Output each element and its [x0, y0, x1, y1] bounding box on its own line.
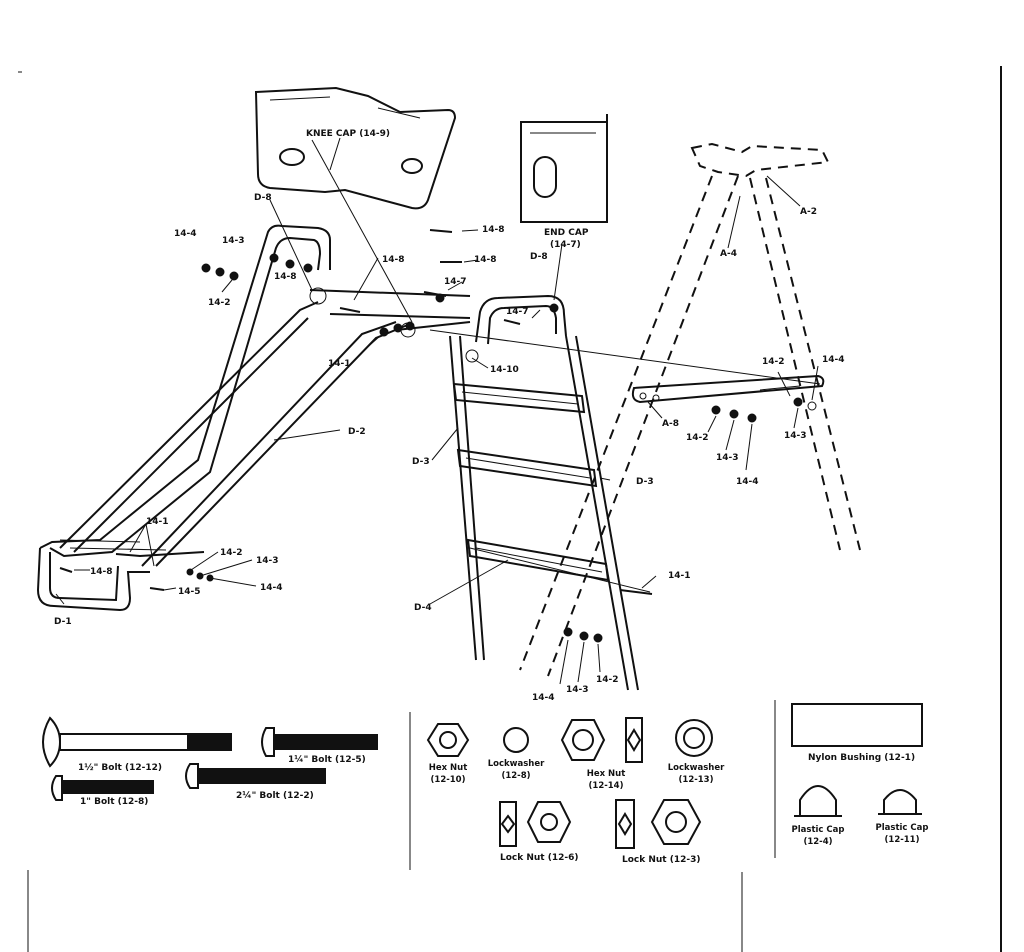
- end-cap-label: END CAP: [544, 228, 589, 238]
- lock-nut-b-label: Lock Nut (12-3): [622, 855, 701, 865]
- end-cap-plate: [520, 114, 608, 223]
- plastic-cap-12-11-drawing: [878, 789, 922, 815]
- a2-label: A-2: [800, 207, 817, 217]
- lock-nut-side-drawing: [625, 717, 643, 763]
- end-cap-number: (14-7): [550, 240, 581, 250]
- hardware-key: 1½" Bolt (12-12) 1" Bolt (12-8) 1¼" Bolt…: [42, 703, 929, 865]
- callout-14-2-right-2: 14-2: [686, 433, 709, 443]
- callout-14-3-ladder: 14-3: [566, 685, 589, 695]
- plastic-cap-12-4-drawing: [794, 785, 842, 817]
- knee-cap-label: KNEE CAP (14-9): [306, 129, 390, 139]
- callout-14-2-right-1: 14-2: [762, 357, 785, 367]
- ladder-assembly: [429, 294, 825, 691]
- d4-label: D-4: [414, 603, 432, 613]
- callout-14-7-b: 14-7: [506, 307, 529, 317]
- plastic-cap-a-label: Plastic Cap: [792, 825, 845, 835]
- callout-14-8-d: 14-8: [474, 255, 497, 265]
- d2-label: D-2: [348, 427, 366, 437]
- bolt-1-drawing: [51, 775, 154, 801]
- callout-14-8-bottom: 14-8: [90, 567, 113, 577]
- lockwasher-12-8-drawing: [503, 727, 529, 753]
- assembly-fasteners: [59, 229, 817, 643]
- callout-14-4-bottom: 14-4: [260, 583, 283, 593]
- callout-14-3-top: 14-3: [222, 236, 245, 246]
- d1-label: D-1: [54, 617, 72, 627]
- d3-right-label: D-3: [636, 477, 654, 487]
- callout-14-5: 14-5: [178, 587, 201, 597]
- bolt-1-5-drawing: [42, 716, 232, 768]
- bolt-1-25-label: 1¼" Bolt (12-5): [288, 754, 366, 765]
- callout-14-3-right: 14-3: [716, 453, 739, 463]
- callout-14-8-a: 14-8: [274, 272, 297, 282]
- lockwasher-a-number: (12-8): [501, 771, 530, 781]
- a8-label: A-8: [662, 419, 679, 429]
- knee-cap-plate: [254, 86, 457, 323]
- hex-nut-12-14-drawing: [560, 719, 606, 761]
- hex-nut-a-label: Hex Nut: [429, 763, 468, 773]
- hex-nut-b-number: (12-14): [589, 781, 624, 791]
- lockwasher-a-label: Lockwasher: [488, 759, 545, 769]
- bolt-2-25-drawing: [185, 763, 326, 789]
- lock-nut-a-label: Lock Nut (12-6): [500, 853, 579, 863]
- plastic-cap-a-number: (12-4): [803, 837, 832, 847]
- callout-14-3-right-2: 14-3: [784, 431, 807, 441]
- page-border-lines: [18, 66, 1002, 952]
- callout-14-4-right-2: 14-4: [736, 477, 759, 487]
- lock-nut-12-6-drawing: [499, 801, 572, 847]
- plastic-cap-b-number: (12-11): [885, 835, 920, 845]
- callout-14-7-a: 14-7: [444, 277, 467, 287]
- hex-nut-12-10-drawing: [426, 723, 470, 757]
- lockwasher-12-13-drawing: [675, 719, 713, 757]
- lockwasher-b-label: Lockwasher: [668, 763, 725, 773]
- bolt-1-label: 1" Bolt (12-8): [80, 797, 148, 807]
- callout-14-8-c: 14-8: [482, 225, 505, 235]
- callout-14-8-b: 14-8: [382, 255, 405, 265]
- bolt-1-5-label: 1½" Bolt (12-12): [78, 762, 162, 773]
- a4-label: A-4: [720, 249, 737, 259]
- nylon-bushing-label: Nylon Bushing (12-1): [808, 753, 915, 763]
- callout-14-4-top: 14-4: [174, 229, 197, 239]
- callout-14-10: 14-10: [490, 365, 519, 375]
- bolt-1-25-drawing: [261, 727, 378, 757]
- d3-left-label: D-3: [412, 457, 430, 467]
- hex-nut-a-number: (12-10): [431, 775, 466, 785]
- callout-14-1-top: 14-1: [328, 359, 351, 369]
- callout-14-4-ladder: 14-4: [532, 693, 555, 703]
- lock-nut-12-3-drawing: [615, 799, 702, 849]
- d8-left-label: D-8: [254, 193, 272, 203]
- slide-assembly: [36, 224, 471, 612]
- callout-14-4-right-1: 14-4: [822, 355, 845, 365]
- nylon-bushing-drawing: [791, 703, 923, 747]
- plastic-cap-b-label: Plastic Cap: [876, 823, 929, 833]
- callout-14-1-ladder: 14-1: [668, 571, 691, 581]
- callout-14-1-slide: 14-1: [146, 517, 169, 527]
- d8-right-label: D-8: [530, 252, 548, 262]
- callout-14-2-top: 14-2: [208, 298, 231, 308]
- callout-14-2-ladder: 14-2: [596, 675, 619, 685]
- callout-14-2-bottom: 14-2: [220, 548, 243, 558]
- a-frame-dashed: [519, 142, 861, 677]
- bolt-2-25-label: 2¼" Bolt (12-2): [236, 790, 314, 801]
- lockwasher-b-number: (12-13): [679, 775, 714, 785]
- callout-14-3-bottom: 14-3: [256, 556, 279, 566]
- leader-lines: [55, 199, 819, 685]
- hex-nut-b-label: Hex Nut: [587, 769, 626, 779]
- callout-labels: KNEE CAP (14-9) END CAP (14-7) D-8 D-8 A…: [54, 129, 845, 703]
